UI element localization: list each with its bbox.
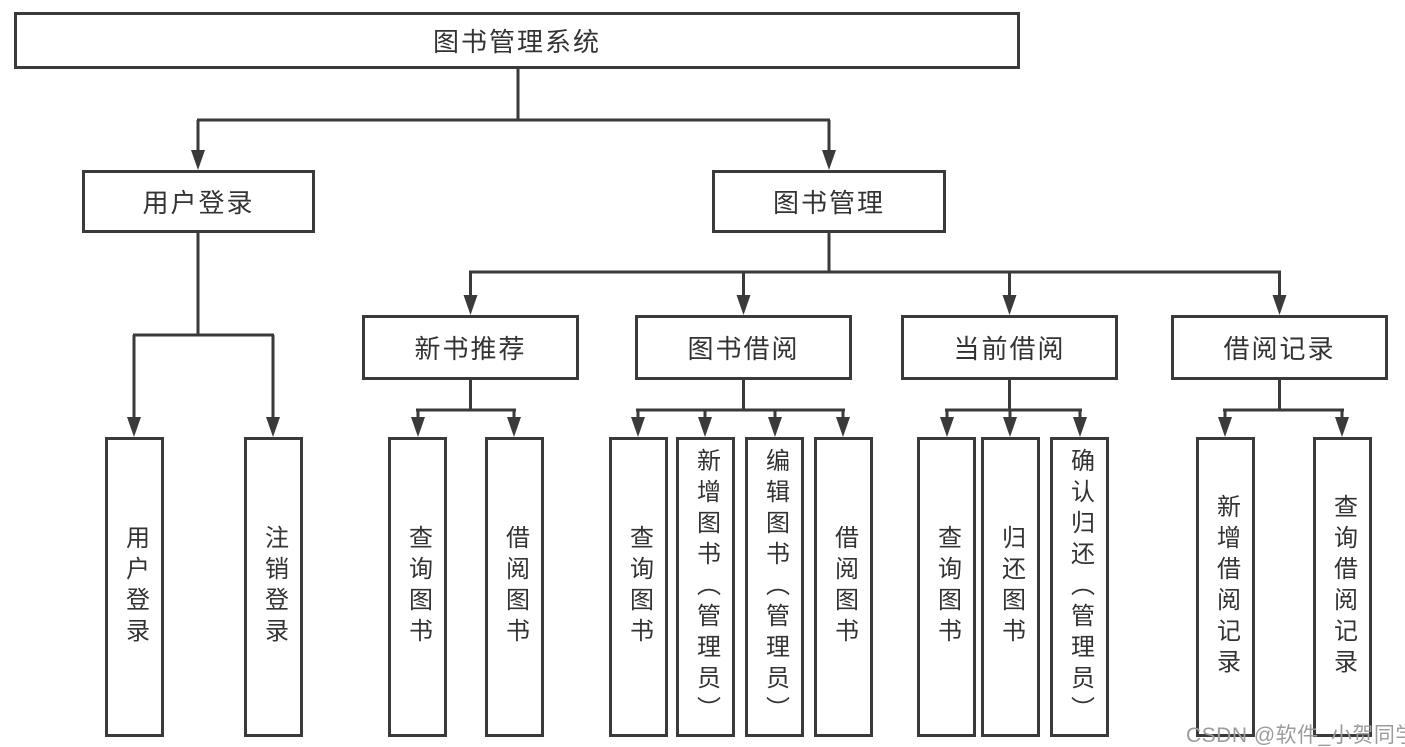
edge-management-to-level3 [469,233,1281,299]
arrow-down-icon [127,417,141,437]
leaf-query-books-current: 查询图书 [917,437,976,737]
arrow-down-icon [836,417,850,437]
leaf-borrow-books-borrowing-label: 借阅图书 [830,525,858,649]
node-book-borrowing-label: 图书借阅 [687,334,800,364]
leaf-confirm-return-admin-label: 确认归还（管理员） [1066,447,1094,727]
arrow-down-icon [1073,417,1087,437]
edge-login-to-leaves [132,233,275,421]
node-borrowing-records: 借阅记录 [1171,315,1388,380]
leaf-borrow-books-recommend-label: 借阅图书 [501,525,529,649]
leaf-query-books-borrowing-label: 查询图书 [625,525,653,649]
edge-borrowing-to-leaves [636,380,845,421]
node-root: 图书管理系统 [14,12,1020,69]
watermark: CSDN @软件_小贺同学 [1186,724,1405,747]
node-book-management-label: 图书管理 [772,188,885,218]
arrow-down-icon [768,417,782,437]
arrow-down-icon [736,295,751,315]
leaf-borrow-books-recommend: 借阅图书 [485,437,544,737]
leaf-edit-book-admin-label: 编辑图书（管理员） [761,447,789,727]
edge-records-to-leaves [1223,380,1344,421]
arrow-down-icon [940,417,954,437]
leaf-borrow-books-borrowing: 借阅图书 [814,437,873,737]
node-root-label: 图书管理系统 [432,27,601,57]
arrow-down-icon [1272,295,1287,315]
node-book-management: 图书管理 [712,170,946,233]
node-current-borrowing-label: 当前借阅 [953,334,1066,364]
edge-newbook-to-leaves [416,380,516,421]
arrow-down-icon [1003,417,1017,437]
arrow-down-icon [411,417,425,437]
leaf-add-book-admin: 新增图书（管理员） [676,437,735,737]
leaf-logout: 注销登录 [244,437,303,737]
edge-current-to-leaves [945,380,1082,421]
arrow-down-icon [266,417,280,437]
arrow-down-icon [507,417,521,437]
leaf-add-borrow-record-label: 新增借阅记录 [1212,494,1240,680]
arrow-down-icon [1002,295,1017,315]
node-user-login-label: 用户登录 [142,188,255,218]
node-new-book-recommend: 新书推荐 [362,315,579,380]
arrow-down-icon [631,417,645,437]
leaf-logout-label: 注销登录 [260,525,288,649]
leaf-query-books-current-label: 查询图书 [933,525,961,649]
arrow-down-icon [1335,417,1349,437]
arrow-down-icon [191,150,205,170]
node-book-borrowing: 图书借阅 [635,315,852,380]
leaf-user-login: 用户登录 [105,437,164,737]
arrow-down-icon [1218,417,1232,437]
node-borrowing-records-label: 借阅记录 [1223,334,1336,364]
leaf-confirm-return-admin: 确认归还（管理员） [1050,437,1109,737]
leaf-query-books-recommend: 查询图书 [388,437,447,737]
leaf-query-borrow-record-label: 查询借阅记录 [1329,494,1357,680]
leaf-return-books: 归还图书 [981,437,1040,737]
leaf-add-borrow-record: 新增借阅记录 [1196,437,1255,737]
node-current-borrowing: 当前借阅 [901,315,1118,380]
arrow-down-icon [822,150,836,170]
leaf-query-borrow-record: 查询借阅记录 [1313,437,1372,737]
leaf-add-book-admin-label: 新增图书（管理员） [692,447,720,727]
leaf-query-books-recommend-label: 查询图书 [404,525,432,649]
arrow-down-icon [463,295,478,315]
leaf-query-books-borrowing: 查询图书 [609,437,668,737]
node-new-book-recommend-label: 新书推荐 [414,334,527,364]
leaf-user-login-label: 用户登录 [121,525,149,649]
arrow-down-icon [698,417,712,437]
node-user-login: 用户登录 [82,170,315,233]
leaf-edit-book-admin: 编辑图书（管理员） [745,437,804,737]
edge-root-to-level2 [196,68,831,153]
leaf-return-books-label: 归还图书 [997,525,1025,649]
